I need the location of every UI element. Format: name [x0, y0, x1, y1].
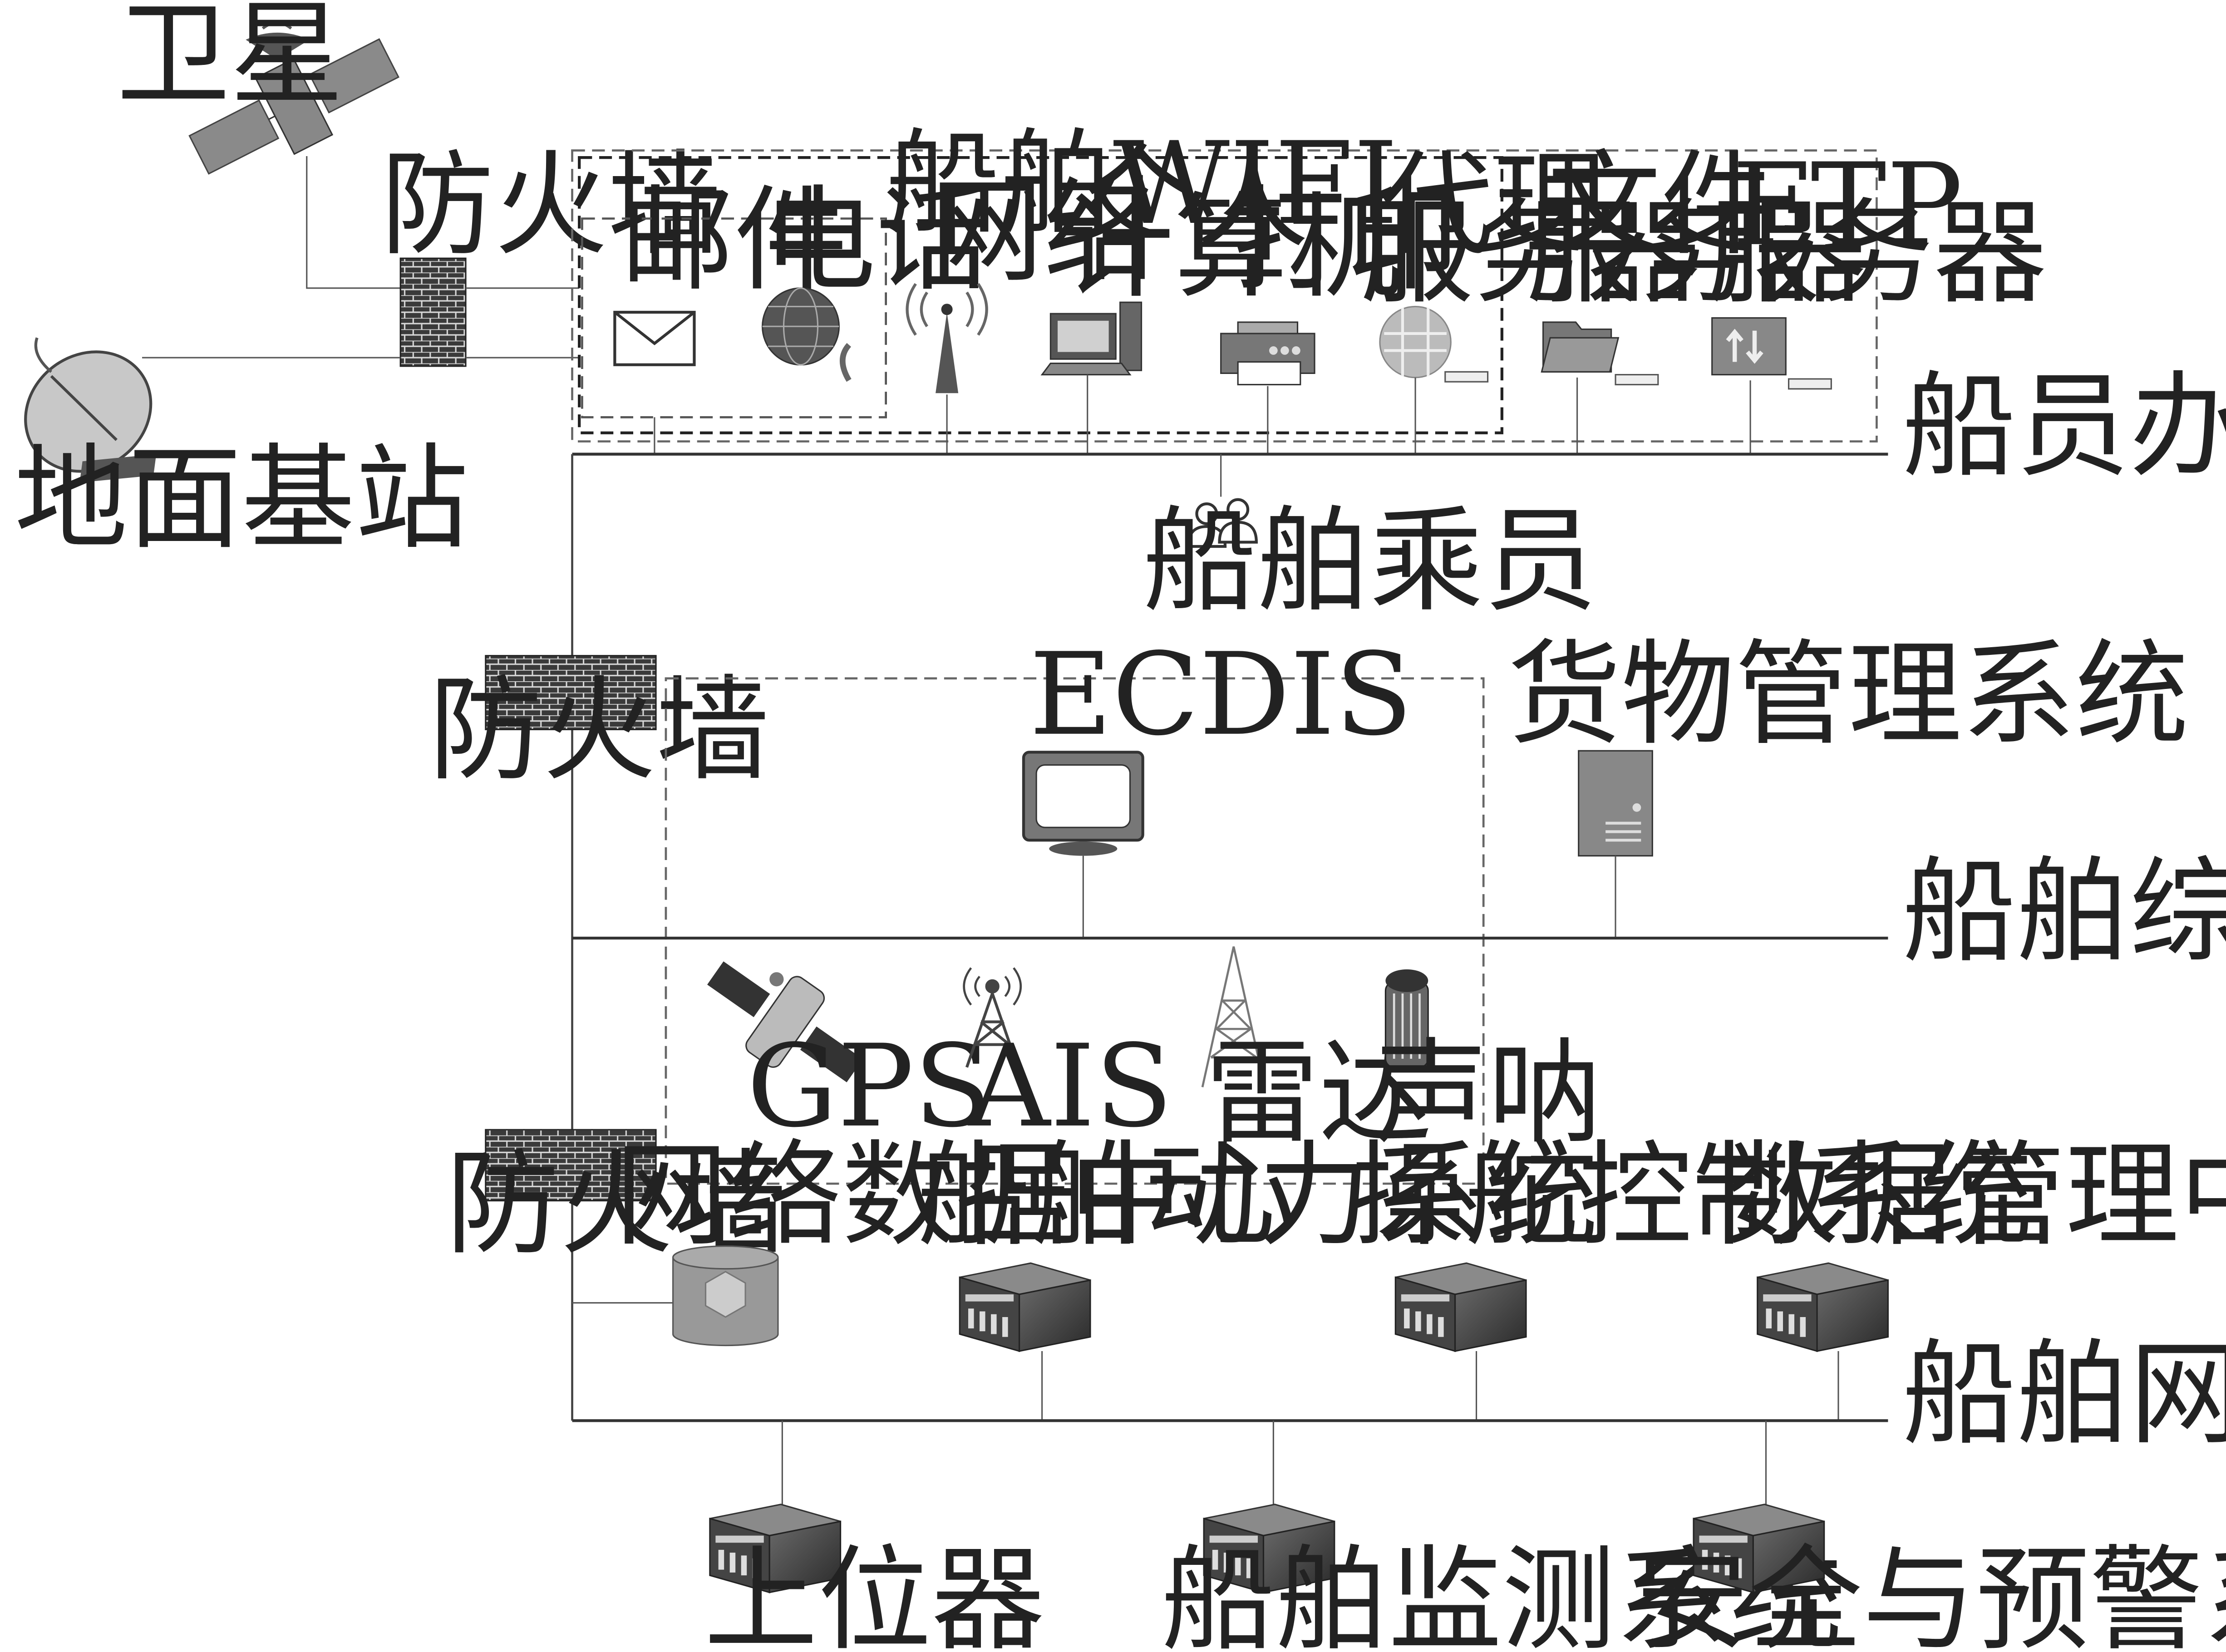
cargo-label: 货物管理系统: [1507, 629, 2189, 761]
satellite-dish-icon: [24, 337, 157, 483]
cargo-server-icon: [1578, 750, 1653, 857]
ftp-server-label-2: 服务器: [1706, 187, 2047, 320]
ais-tower-icon: [963, 967, 1022, 1068]
firewall-top-label: 防火墙: [380, 139, 721, 271]
printer-icon: [1220, 321, 1315, 386]
ftp-server-label-1: FTP: [1732, 139, 1963, 271]
satellite-label: 卫星: [117, 0, 344, 121]
safety-label: 安全与预警系统: [1635, 1534, 2226, 1652]
proxy-label-1: 代理: [1380, 139, 1607, 271]
navigation-box: [665, 677, 1485, 1185]
firewall-mid-label: 防火墙: [429, 664, 769, 796]
pc-label-1: 个人: [1082, 132, 1309, 264]
ecdis-label: ECDIS: [1029, 629, 1413, 761]
crew-label: 船舶乘员: [1143, 496, 1597, 628]
gps-satellite-icon: [707, 961, 863, 1082]
email-label: 邮件: [621, 175, 847, 307]
crew-icon: [1187, 498, 1258, 548]
file-server-label-2: 服务器: [1526, 187, 1866, 320]
firewall-top-icon: [399, 257, 467, 367]
control-layer-label: 船舶网络控制层: [1902, 1328, 2226, 1460]
file-server-label-1: 文件: [1547, 139, 1774, 271]
power-label: 船舶动力系统: [917, 1130, 1598, 1262]
gps-label: GPS: [747, 1021, 992, 1153]
data-center-label: 网络数据中心: [615, 1130, 1296, 1262]
ecdis-monitor-icon: [1022, 751, 1144, 856]
steering-label: 操舵控制系统: [1351, 1130, 2033, 1262]
phone-globe-icon: [762, 287, 852, 382]
firewall-mid-icon: [485, 655, 657, 730]
pc-label-2: 计算机: [1060, 182, 1401, 314]
office-layer-label: 船员办公网络层: [1902, 361, 2226, 493]
management-layer-label: 船舶综合管理层: [1902, 846, 2226, 978]
wifi-antenna-icon: [906, 283, 988, 393]
office-drops: [654, 374, 1751, 454]
radar-tower-icon: [1201, 946, 1266, 1087]
wifi-label-2: 网络: [930, 166, 1157, 298]
print-label: 打印: [1232, 175, 1459, 307]
data-mgmt-label: 数据管理中心: [1725, 1130, 2226, 1262]
firewall-low-icon: [485, 1129, 657, 1202]
database-icon: [672, 1245, 779, 1347]
comm-box: [581, 217, 887, 418]
office-outer-box: [571, 149, 1878, 442]
proxy-label-2: 服务器: [1360, 187, 1700, 320]
sonar-label: 声呐: [1374, 1028, 1601, 1160]
ground-station-label: 地面基站: [15, 433, 469, 565]
folder-icon: [1541, 321, 1659, 386]
phone-label: 电话: [763, 175, 990, 307]
proxy-server-icon: [1379, 305, 1489, 383]
host-label: 上位器: [704, 1534, 1044, 1652]
sonar-icon: [1384, 969, 1429, 1068]
email-icon: [613, 310, 696, 366]
office-inner-box: [578, 156, 1503, 434]
wifi-label-1: 船舶WIFI: [886, 118, 1399, 250]
satellite-icon: [188, 21, 400, 175]
ais-label: AIS: [967, 1021, 1173, 1153]
satellite-link: [306, 156, 401, 289]
data-mgmt-server-icon: [1757, 1262, 1889, 1352]
power-server-icon: [959, 1262, 1091, 1352]
computer-icon: [1040, 301, 1143, 376]
ftp-folder-icon: [1711, 317, 1832, 390]
steering-server-icon: [1394, 1262, 1527, 1352]
